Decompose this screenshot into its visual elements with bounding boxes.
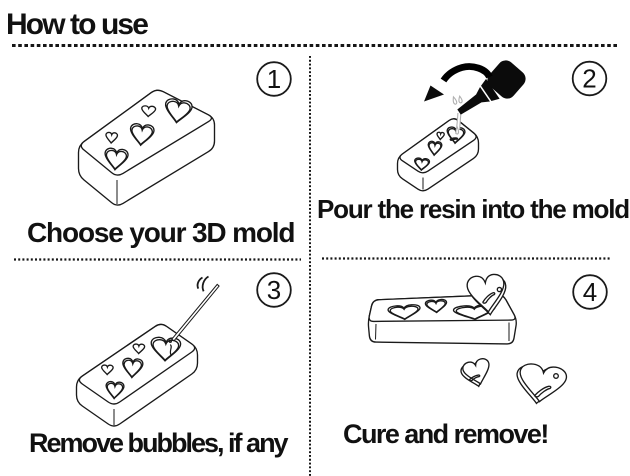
svg-text:4: 4	[583, 277, 597, 307]
svg-text:1: 1	[267, 64, 281, 94]
svg-text:2: 2	[582, 64, 596, 94]
svg-text:3: 3	[267, 275, 281, 305]
